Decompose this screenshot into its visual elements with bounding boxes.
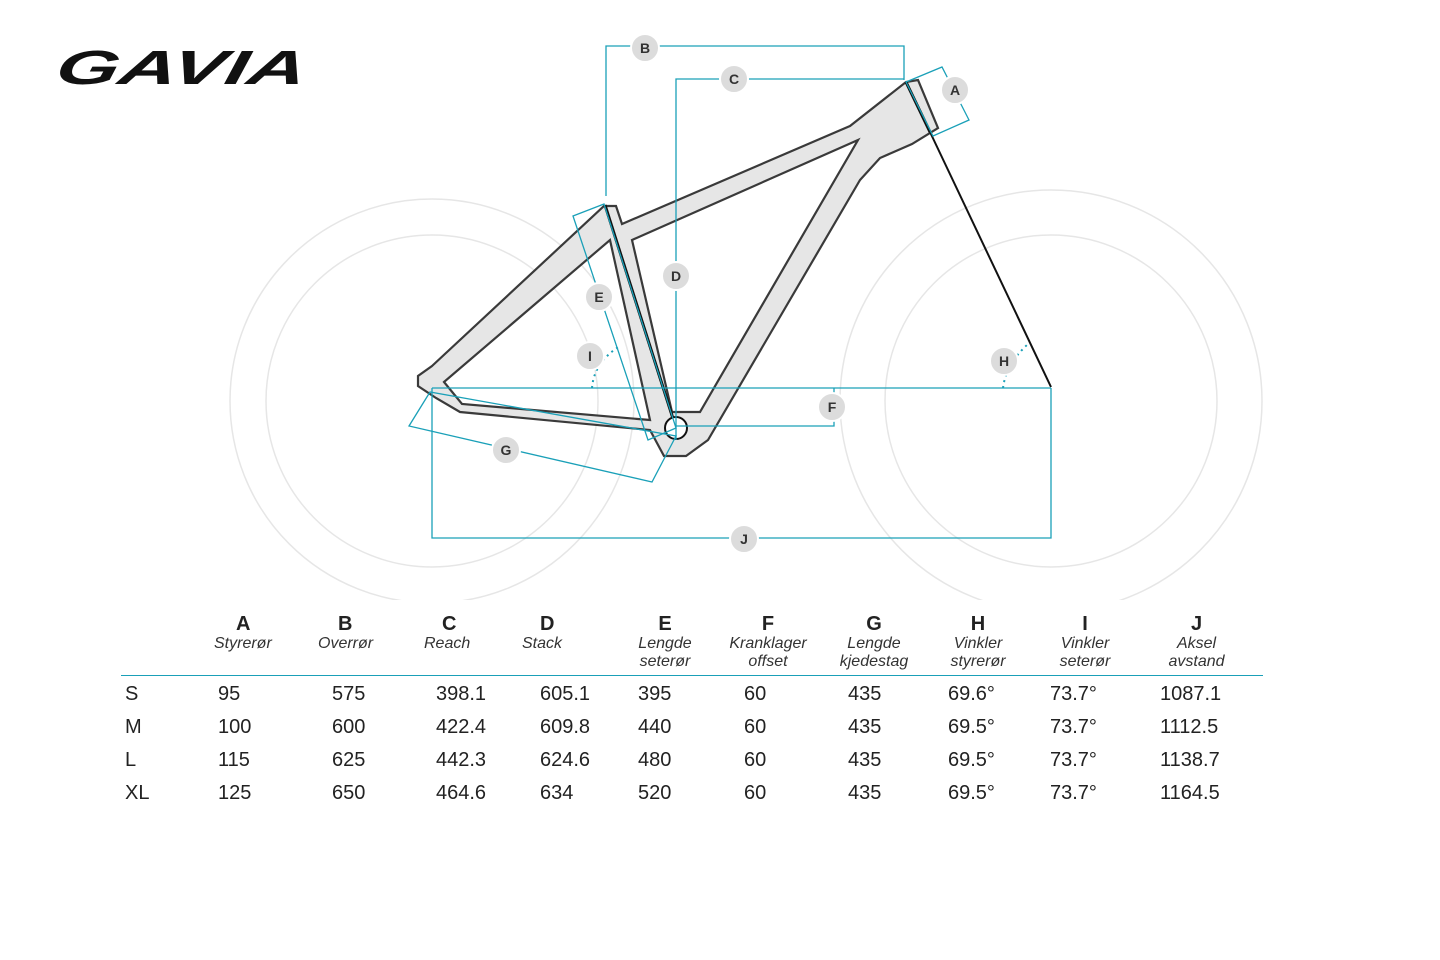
value-cell: 73.7°	[1050, 782, 1097, 804]
marker-j: J	[729, 524, 759, 554]
value-cell: 435	[848, 716, 882, 738]
rear-wheel	[229, 198, 635, 600]
brand-logo: GAVIA	[51, 41, 312, 94]
marker-e: E	[584, 282, 614, 312]
table-row: XL 125 650 464.6 634 520 60 435 69.5° 73.7° 1164.5	[121, 777, 1263, 810]
value-cell: 1087.1	[1160, 683, 1222, 705]
value-cell: 1112.5	[1160, 716, 1219, 738]
value-cell: 435	[848, 749, 882, 771]
svg-text:GAVIA: GAVIA	[52, 44, 312, 92]
value-cell: 73.7°	[1050, 716, 1097, 738]
value-cell: 125	[218, 782, 252, 804]
value-cell: 115	[218, 749, 250, 771]
size-cell: L	[125, 749, 137, 771]
marker-b: B	[630, 33, 660, 63]
svg-text:B: B	[640, 40, 650, 56]
svg-text:C: C	[729, 71, 739, 87]
marker-d: D	[661, 261, 691, 291]
value-cell: 435	[848, 782, 882, 804]
value-cell: 73.7°	[1050, 683, 1097, 705]
svg-text:J: J	[740, 531, 748, 547]
size-header	[121, 613, 208, 676]
value-cell: 422.4	[436, 716, 487, 738]
marker-i: I	[575, 341, 605, 371]
svg-text:H: H	[999, 353, 1009, 369]
value-cell: 464.6	[436, 782, 487, 804]
value-cell: 60	[744, 683, 767, 705]
size-cell: XL	[125, 782, 150, 804]
value-cell: 624.6	[540, 749, 591, 771]
svg-text:F: F	[828, 399, 837, 415]
value-cell: 650	[332, 782, 366, 804]
value-cell: 69.5°	[948, 716, 995, 738]
value-cell: 60	[744, 716, 767, 738]
value-cell: 60	[744, 782, 767, 804]
geometry-diagram: A B C D E F G H I J	[229, 33, 1263, 600]
value-cell: 600	[332, 716, 366, 738]
svg-text:A: A	[950, 82, 960, 98]
size-cell: M	[125, 716, 142, 738]
value-cell: 442.3	[436, 749, 487, 771]
value-cell: 520	[638, 782, 672, 804]
value-cell: 480	[638, 749, 672, 771]
bike-frame	[416, 78, 1052, 458]
svg-text:D: D	[671, 268, 681, 284]
marker-a: A	[940, 75, 970, 105]
table-row: S 95 575 398.1 605.1 395 60 435 69.6° 73.7° 1087.1	[121, 676, 1263, 712]
value-cell: 398.1	[436, 683, 487, 705]
value-cell: 1138.7	[1160, 749, 1220, 771]
svg-text:E: E	[594, 289, 603, 305]
value-cell: 1164.5	[1160, 782, 1220, 804]
marker-c: C	[719, 64, 749, 94]
value-cell: 634	[540, 782, 574, 804]
value-cell: 440	[638, 716, 672, 738]
value-cell: 60	[744, 749, 767, 771]
value-cell: 435	[848, 683, 882, 705]
value-cell: 73.7°	[1050, 749, 1097, 771]
svg-text:G: G	[501, 442, 512, 458]
value-cell: 609.8	[540, 716, 591, 738]
value-cell: 69.5°	[948, 782, 995, 804]
marker-f: F	[817, 392, 847, 422]
value-cell: 625	[332, 749, 366, 771]
gavia-logo: GAVIA	[51, 41, 312, 94]
value-cell: 395	[638, 683, 672, 705]
value-cell: 69.5°	[948, 749, 995, 771]
marker-h: H	[989, 346, 1019, 376]
value-cell: 605.1	[540, 683, 591, 705]
svg-text:I: I	[588, 348, 592, 364]
size-cell: S	[125, 683, 139, 705]
marker-g: G	[491, 435, 521, 465]
value-cell: 100	[218, 716, 252, 738]
value-cell: 575	[332, 683, 366, 705]
value-cell: 69.6°	[948, 683, 995, 705]
table-row: M 100 600 422.4 609.8 440 60 435 69.5° 73.7° 1112.…	[121, 711, 1263, 744]
value-cell: 95	[218, 683, 241, 705]
table-row: L 115 625 442.3 624.6 480 60 435 69.5° 73.7° 1138.…	[121, 744, 1263, 777]
